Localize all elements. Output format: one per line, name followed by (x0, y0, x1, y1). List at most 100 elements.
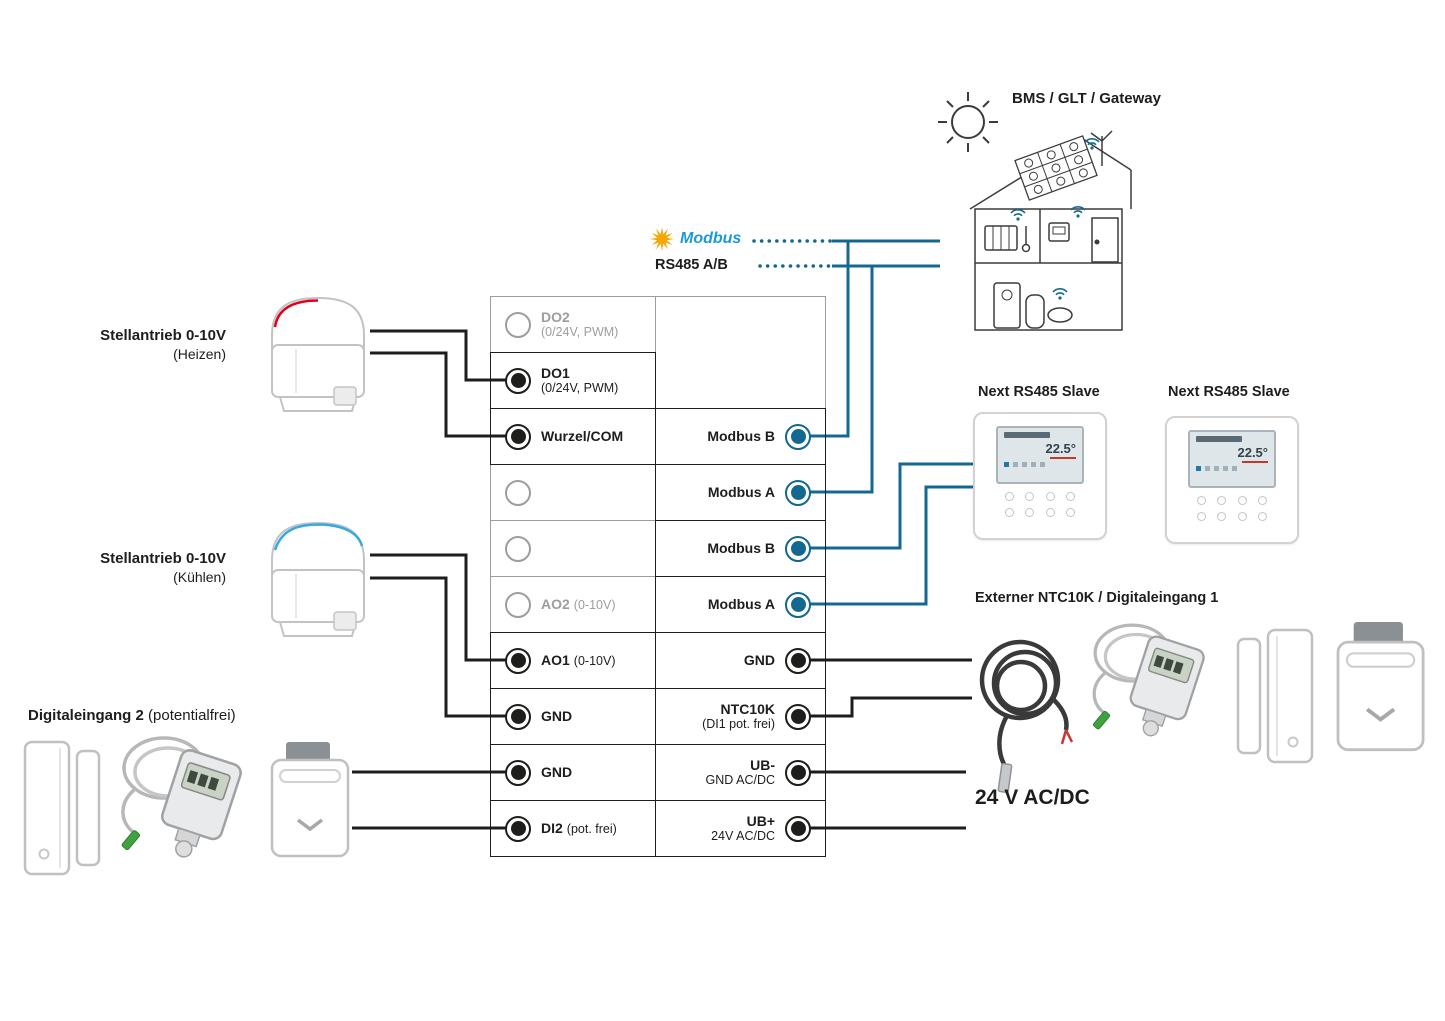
touch-key-icon (1045, 508, 1055, 517)
keycard-switch (270, 740, 350, 858)
cable-temperature-sensor (1091, 623, 1208, 746)
cable-temperature-sensor (119, 736, 245, 868)
terminal-do2: DO2 (0/24V, PWM) (490, 296, 656, 353)
label-digitaleingang-2: Digitaleingang 2 (potentialfrei) (28, 707, 236, 724)
lcd-status-bar (1004, 432, 1051, 438)
terminal-ub-minus: UB- GND AC/DC (655, 744, 826, 801)
terminal-wurzel-com: Wurzel/COM (490, 408, 656, 465)
terminal-circle-gnd-1 (505, 703, 531, 730)
wind-vane-icon (1090, 130, 1113, 166)
sun-icon (938, 92, 998, 152)
terminal-do1: DO1 (0/24V, PWM) (490, 352, 656, 409)
bms-house-illustration (969, 130, 1132, 331)
terminal-circle-unused-2 (505, 535, 531, 562)
terminal-circle-modbus-a1 (785, 479, 811, 506)
terminal-circle-ao1 (505, 647, 531, 674)
thermometer-icon (1021, 226, 1031, 253)
door-contact-sensor (1236, 628, 1314, 764)
terminal-ao1: AO1 (0-10V) (490, 632, 656, 689)
terminal-gnd-2: GND (490, 744, 656, 801)
wifi-icon (1070, 205, 1086, 219)
touch-key-icon (1258, 512, 1268, 521)
label-externer-ntc10k: Externer NTC10K / Digitaleingang 1 (975, 590, 1219, 606)
terminal-circle-modbus-b1 (785, 423, 811, 450)
terminal-circle-di2 (505, 815, 531, 842)
router-icon (1047, 307, 1073, 323)
modbus-logo: Modbus (649, 226, 741, 252)
touch-key-icon (1004, 492, 1014, 501)
terminal-circle-do1 (505, 367, 531, 394)
actuator-kuehlen (271, 521, 365, 637)
label-bms-glt-gateway: BMS / GLT / Gateway (1012, 90, 1161, 107)
thermostat-icon (1048, 222, 1070, 242)
terminal-modbus-b2: Modbus B (655, 520, 826, 577)
rs485-slave-device-1: 22.5° (973, 412, 1107, 540)
touch-key-icon (1237, 496, 1247, 505)
terminal-circle-unused-1 (505, 479, 531, 506)
terminal-unused-1 (490, 464, 656, 521)
terminal-gnd-right: GND (655, 632, 826, 689)
slave-touch-keys (975, 492, 1105, 517)
terminal-circle-com (505, 423, 531, 450)
boiler-icon (993, 282, 1021, 329)
solar-panel-icon (1014, 135, 1098, 201)
terminal-circle-gnd-2 (505, 759, 531, 786)
label-next-rs485-slave-2: Next RS485 Slave (1168, 384, 1290, 400)
rs485-slave-device-2: 22.5° (1165, 416, 1299, 544)
terminal-ao2: AO2 (0-10V) (490, 576, 656, 633)
lcd-setpoint-line (1050, 457, 1076, 459)
touch-key-icon (1025, 492, 1035, 501)
wifi-icon (1052, 287, 1068, 301)
lcd-status-bar (1196, 436, 1243, 442)
touch-key-icon (1217, 512, 1227, 521)
door-contact-sensor (23, 740, 101, 876)
terminal-circle-ao2 (505, 591, 531, 618)
touch-key-icon (1258, 496, 1268, 505)
slave-touch-keys (1167, 496, 1297, 521)
lcd-setpoint-line (1242, 461, 1268, 463)
terminal-modbus-a2: Modbus A (655, 576, 826, 633)
terminal-circle-ub-plus (785, 815, 811, 842)
terminal-di2: DI2 (pot. frei) (490, 800, 656, 857)
terminal-circle-do2 (505, 311, 531, 338)
terminal-unused-2 (490, 520, 656, 577)
wifi-icon (1084, 137, 1100, 151)
lcd-icon-row (1196, 466, 1268, 471)
wifi-icon (1010, 208, 1026, 222)
slave-lcd-screen: 22.5° (1188, 430, 1276, 488)
keycard-switch (1336, 620, 1426, 752)
label-stellantrieb-kuehlen: Stellantrieb 0-10V (Kühlen) (100, 550, 226, 585)
terminal-modbus-a1: Modbus A (655, 464, 826, 521)
terminal-circle-modbus-b2 (785, 535, 811, 562)
touch-key-icon (1066, 508, 1076, 517)
terminal-circle-modbus-a2 (785, 591, 811, 618)
terminal-circle-ntc10k (785, 703, 811, 730)
lcd-icon-row (1004, 462, 1076, 467)
door-icon (1091, 217, 1119, 263)
lcd-temperature: 22.5° (1237, 445, 1268, 460)
slave-lcd-screen: 22.5° (996, 426, 1084, 484)
terminal-empty-area (655, 296, 826, 409)
ntc10k-probe (979, 639, 1074, 794)
terminal-circle-gnd-right (785, 647, 811, 674)
label-next-rs485-slave-1: Next RS485 Slave (978, 384, 1100, 400)
terminal-gnd-1: GND (490, 688, 656, 745)
touch-key-icon (1196, 496, 1206, 505)
terminal-ub-plus: UB+ 24V AC/DC (655, 800, 826, 857)
touch-key-icon (1066, 492, 1076, 501)
terminal-circle-ub-minus (785, 759, 811, 786)
touch-key-icon (1237, 512, 1247, 521)
label-24v-acdc: 24 V AC/DC (975, 786, 1090, 809)
lcd-temperature: 22.5° (1045, 441, 1076, 456)
touch-key-icon (1025, 508, 1035, 517)
touch-key-icon (1045, 492, 1055, 501)
label-stellantrieb-heizen: Stellantrieb 0-10V (Heizen) (100, 327, 226, 362)
tank-icon (1025, 294, 1045, 329)
terminal-modbus-b1: Modbus B (655, 408, 826, 465)
touch-key-icon (1004, 508, 1014, 517)
terminal-ntc10k: NTC10K (DI1 pot. frei) (655, 688, 826, 745)
label-rs485: RS485 A/B (655, 257, 728, 273)
radiator-icon (984, 225, 1018, 251)
modbus-star-icon (650, 227, 674, 251)
